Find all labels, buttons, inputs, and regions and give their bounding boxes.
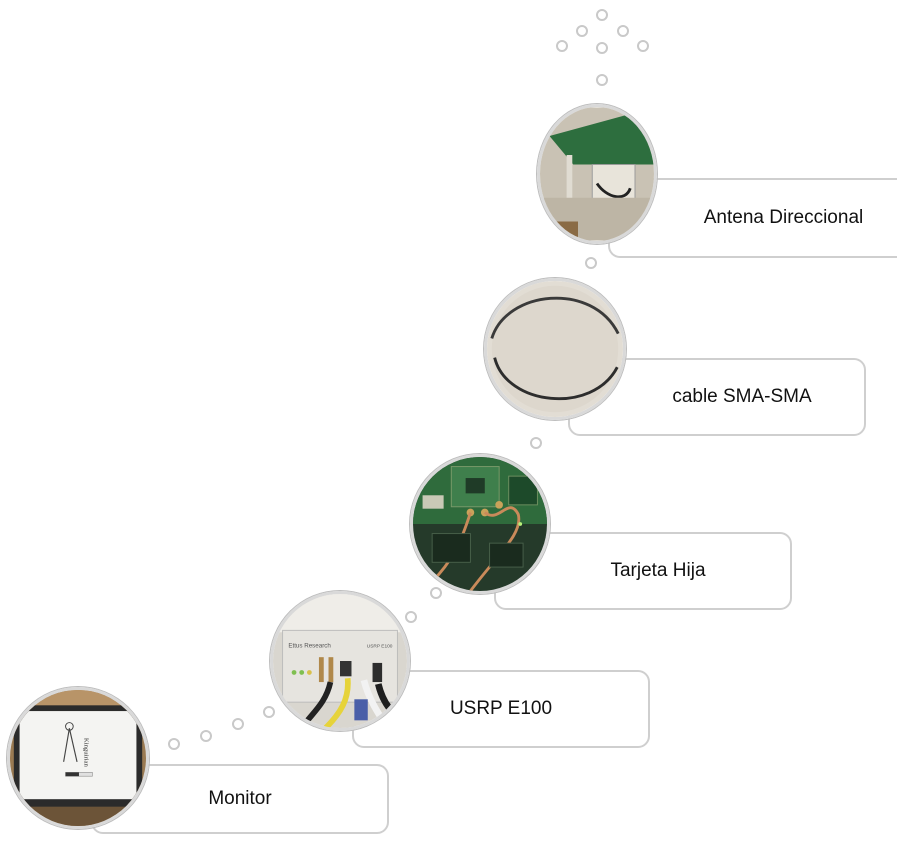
connector-dot — [263, 706, 275, 718]
label-box-antenna: Antena Direccional — [608, 178, 897, 258]
connector-dot — [556, 40, 568, 52]
usrp-brand-text: Ettus Research — [288, 643, 331, 650]
connector-dot — [585, 257, 597, 269]
label-daughterboard: Tarjeta Hija — [610, 560, 706, 581]
monitor-photo: Kinguirian — [7, 687, 149, 829]
connector-dot — [617, 25, 629, 37]
connector-dot — [200, 730, 212, 742]
connector-dot — [596, 42, 608, 54]
connector-dot — [405, 611, 417, 623]
connector-dot — [530, 437, 542, 449]
cable-photo — [484, 278, 626, 420]
connector-dot — [596, 74, 608, 86]
usrp-device-photo: Ettus Research USRP E100 — [270, 591, 410, 731]
usrp-model-text: USRP E100 — [367, 644, 393, 650]
antenna-photo — [537, 104, 657, 244]
monitor-screen-text: Kinguirian — [83, 738, 90, 768]
label-monitor: Monitor — [208, 788, 272, 809]
connector-dot — [637, 40, 649, 52]
connector-dot — [232, 718, 244, 730]
connector-dot — [168, 738, 180, 750]
circuit-board-photo — [410, 454, 550, 594]
connector-dot — [596, 9, 608, 21]
label-antenna: Antena Direccional — [703, 207, 864, 228]
label-cable: cable SMA-SMA — [672, 386, 812, 407]
connector-dot — [576, 25, 588, 37]
connector-dot — [430, 587, 442, 599]
label-usrp: USRP E100 — [449, 698, 553, 719]
